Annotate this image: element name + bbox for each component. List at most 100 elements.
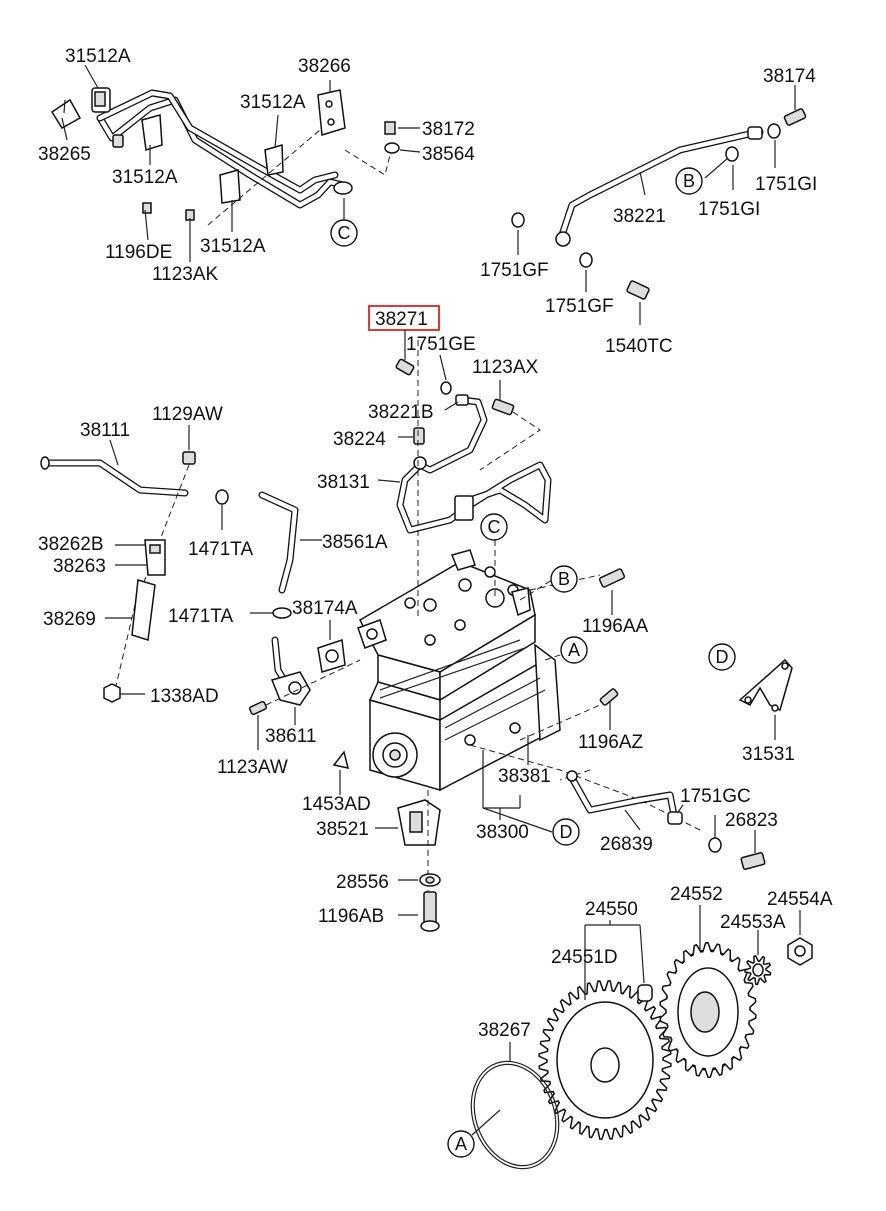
part-label: 38267 (478, 1020, 531, 1041)
part-label: 24550 (585, 899, 638, 920)
washer-24553a (744, 955, 772, 986)
part-label: 24554A (767, 889, 833, 910)
hub-24552 (659, 942, 757, 1078)
ref-circle-b-top: B (675, 167, 703, 195)
bracket-31531 (738, 658, 793, 740)
part-label: 1196DE (105, 242, 172, 263)
hose-38561a (258, 491, 322, 594)
bracket-38266 (317, 89, 346, 136)
bolt-1129aw (114, 425, 196, 691)
svg-text:D: D (560, 822, 573, 842)
ref-circle-a-mid: A (560, 636, 588, 664)
part-label: 1751GI (698, 199, 760, 220)
hose-38111 (40, 439, 189, 497)
svg-text:C: C (338, 223, 351, 243)
part-label: 38269 (43, 609, 96, 630)
part-label: 31512A (240, 92, 306, 113)
pin-24551d (637, 924, 653, 1002)
clip-31512a-3 (141, 114, 163, 151)
nut-24554a (787, 937, 813, 966)
part-label: 38262B (38, 534, 104, 555)
clamp-1471ta-1 (215, 489, 229, 530)
part-label: 28556 (336, 872, 389, 893)
bracket-38269 (105, 579, 156, 641)
part-label: 38111 (80, 420, 130, 441)
svg-text:B: B (558, 569, 570, 589)
part-label: 1751GI (755, 174, 817, 195)
bolt-26823 (740, 830, 766, 870)
part-label: 26823 (725, 810, 778, 831)
part-label: 38224 (333, 429, 386, 450)
part-label: 31512A (65, 46, 131, 67)
part-label: 38221 (613, 206, 666, 227)
bolt-1196az (599, 688, 619, 706)
part-label: 38564 (422, 144, 475, 165)
part-label: 24551D (551, 947, 618, 968)
bracket-38265 (50, 98, 82, 130)
bolt-1123aw (248, 659, 361, 750)
tube-38221 (511, 108, 807, 300)
plug-1453ad (332, 750, 350, 795)
clip-31512a-2 (264, 144, 284, 176)
ref-circle-d-right: D (708, 643, 736, 671)
bracket-38262b-38263 (115, 539, 166, 576)
part-label: 1196AB (318, 906, 384, 927)
gasket-38174a (317, 620, 346, 673)
svg-text:A: A (568, 640, 580, 660)
compressor-body (357, 549, 561, 846)
highlighted-part-label: 38271 (375, 309, 428, 330)
bolt-1196aa (598, 568, 626, 588)
elbow-38611 (270, 636, 311, 725)
part-label: 1123AX (472, 357, 539, 378)
ref-circle-d-mid: D (552, 818, 580, 846)
tube-38131 (377, 411, 552, 534)
part-label: 1123AK (152, 264, 219, 285)
part-label: 24552 (670, 884, 723, 905)
clip-31512a-1 (91, 87, 111, 113)
leaders-top-right (517, 85, 796, 325)
nut-1338ad (103, 683, 145, 703)
part-label: 1751GC (680, 786, 751, 807)
bolt-38224 (398, 427, 425, 445)
part-label: 38131 (317, 472, 370, 493)
gear-24550 (538, 980, 672, 1140)
ref-circle-c-top: C (330, 219, 358, 247)
tube-26839 (566, 770, 684, 831)
svg-text:A: A (455, 1134, 467, 1154)
part-label: 38561A (322, 532, 388, 553)
part-label: 1540TC (605, 336, 673, 357)
part-label: 1471TA (168, 606, 233, 627)
part-label: 1196AZ (578, 732, 644, 753)
fitting-38271 (395, 330, 452, 395)
part-label: 38266 (298, 56, 351, 77)
part-label: 1196AA (582, 616, 649, 637)
fitting-ring (333, 181, 353, 195)
part-label: 38174 (763, 66, 816, 87)
part-label: 38221B (368, 402, 434, 423)
ref-circle-a-bottom: A (447, 1130, 475, 1158)
washer-1751gc (708, 815, 722, 853)
part-label: 31512A (112, 167, 178, 188)
part-label: 31512A (200, 236, 266, 257)
part-label: 38265 (38, 144, 91, 165)
part-label: 31531 (742, 744, 795, 765)
part-label: 26839 (600, 834, 653, 855)
svg-text:B: B (683, 171, 695, 191)
part-label: 38381 (498, 766, 551, 787)
part-label: 1471TA (188, 539, 253, 560)
part-label: 1129AW (152, 404, 223, 425)
part-label: 1338AD (150, 686, 219, 707)
part-label: 1751GF (545, 296, 614, 317)
clip-31512a-4 (219, 169, 241, 204)
oring-38267 (470, 1060, 560, 1170)
svg-text:D: D (716, 647, 729, 667)
part-label: 38300 (476, 822, 529, 843)
part-label: 38172 (422, 119, 475, 140)
part-label: 38611 (265, 726, 316, 747)
part-label: 24553A (720, 912, 786, 933)
part-label: 38263 (53, 556, 106, 577)
leaders-top-left (61, 64, 421, 262)
upper-tube-assembly (96, 89, 347, 209)
part-label: 1123AW (217, 757, 288, 778)
